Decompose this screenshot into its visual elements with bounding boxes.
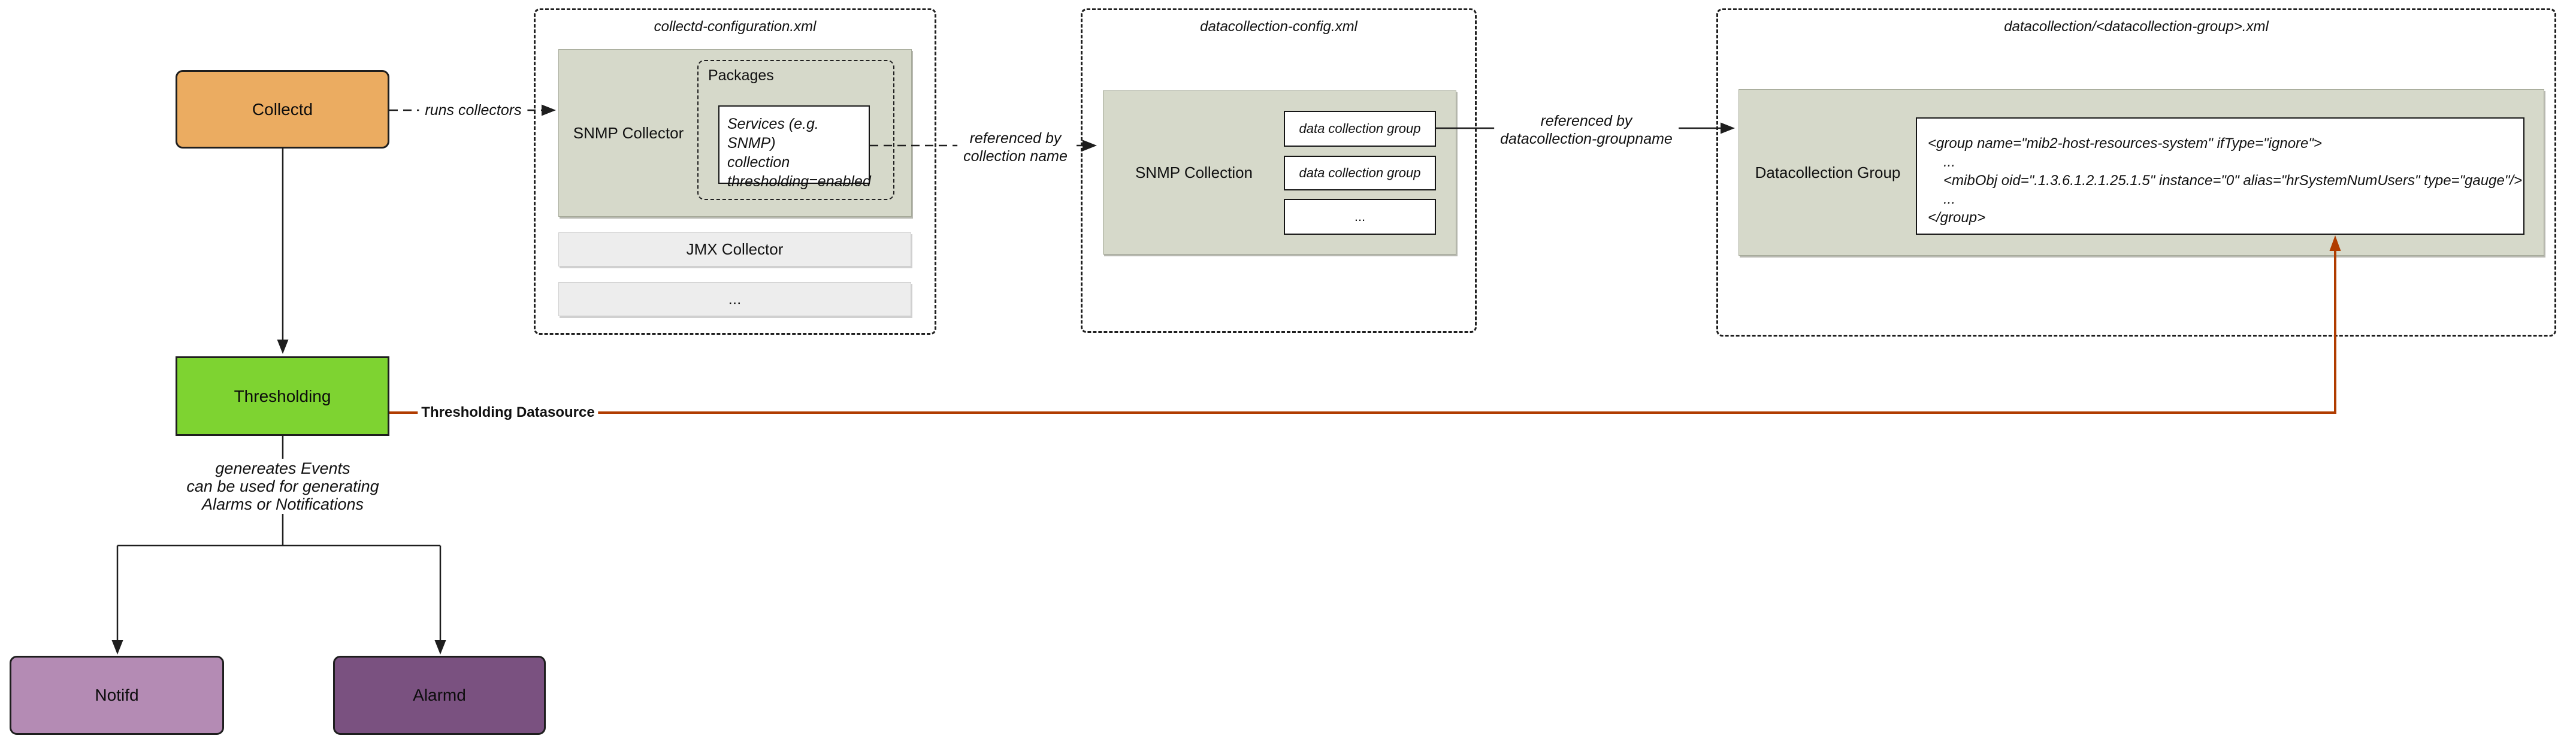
jmx-collector-label: JMX Collector	[686, 240, 784, 258]
edge-label-ref-collection-line-1: referenced by	[969, 130, 1062, 147]
datacollection-group-label: Datacollection Group	[1755, 163, 1901, 181]
node-collectd: Collectd	[176, 70, 389, 149]
edge-label-thresholding-datasource: Thresholding Datasource	[418, 403, 598, 422]
jmx-collector-box: JMX Collector	[558, 232, 911, 266]
edge-label-ref-groupname-line-1: referenced by	[1540, 113, 1632, 129]
edge-label-referenced-by-collection-name: referenced by collection name	[957, 129, 1074, 166]
edge-label-runs-collectors: runs collectors	[419, 101, 528, 120]
node-notifd-label: Notifd	[95, 686, 139, 704]
events-note-line-2: can be used for generating	[186, 477, 379, 495]
xml-line-group-close: </group>	[1928, 210, 1986, 226]
services-line-2: collection	[727, 154, 790, 171]
packages-label: Packages	[708, 67, 774, 84]
data-collection-group-box-more: ...	[1284, 199, 1436, 235]
xml-snippet-box: <group name="mib2-host-resources-system"…	[1916, 117, 2524, 235]
edge-label-referenced-by-datacollection-groupname: referenced by datacollection-groupname	[1494, 111, 1679, 149]
events-note-line-3: Alarms or Notifications	[201, 495, 364, 513]
container-collectd-configuration-xml: collectd-configuration.xml SNMP Collecto…	[534, 8, 936, 335]
services-box: Services (e.g. SNMP) collection threshol…	[718, 105, 871, 190]
edge-events-alarmd-arrowhead	[434, 640, 446, 655]
panel-snmp-collection: SNMP Collection data collection group da…	[1103, 90, 1456, 255]
services-line-3: thresholding=enabled	[727, 173, 871, 190]
edge-events-notifd-arrowhead	[111, 640, 123, 655]
node-alarmd: Alarmd	[333, 656, 546, 735]
edge-collectd-thresholding-arrowhead	[277, 340, 289, 354]
snmp-collection-label: SNMP Collection	[1135, 163, 1253, 181]
edge-label-ref-collection-line-2: collection name	[963, 148, 1068, 165]
events-note-line-1: genereates Events	[215, 459, 350, 477]
node-thresholding: Thresholding	[176, 356, 389, 436]
container-datacollection-group-xml: datacollection/<datacollection-group>.xm…	[1716, 8, 2556, 337]
services-line-1: Services (e.g. SNMP)	[727, 116, 819, 152]
data-collection-group-label-1: data collection group	[1299, 121, 1421, 136]
snmp-collector-label: SNMP Collector	[573, 123, 684, 142]
panel-datacollection-group: Datacollection Group <group name="mib2-h…	[1739, 89, 2544, 256]
packages-group: Packages Services (e.g. SNMP) collection…	[697, 60, 894, 200]
more-collectors-box: ...	[558, 282, 911, 316]
container-datacollection-config-xml: datacollection-config.xml SNMP Collectio…	[1081, 8, 1477, 333]
container-datacollection-group-title: datacollection/<datacollection-group>.xm…	[2004, 19, 2269, 35]
node-notifd: Notifd	[10, 656, 224, 735]
container-collectd-configuration-title: collectd-configuration.xml	[654, 19, 817, 35]
edge-label-ref-groupname-line-2: datacollection-groupname	[1500, 131, 1673, 147]
xml-line-ellipsis-2: ...	[1943, 191, 1956, 207]
edge-label-events-note: genereates Events can be used for genera…	[180, 459, 385, 514]
more-collectors-label: ...	[728, 290, 742, 308]
panel-snmp-collector: SNMP Collector Packages Services (e.g. S…	[558, 49, 912, 217]
data-collection-group-box-2: data collection group	[1284, 156, 1436, 190]
xml-line-mibobj: <mibObj oid=".1.3.6.1.2.1.25.1.5" instan…	[1943, 172, 2523, 189]
node-collectd-label: Collectd	[252, 99, 313, 119]
data-collection-group-label-more: ...	[1354, 209, 1366, 224]
xml-line-ellipsis-1: ...	[1943, 154, 1956, 170]
data-collection-group-box-1: data collection group	[1284, 111, 1436, 147]
container-datacollection-config-title: datacollection-config.xml	[1200, 19, 1357, 35]
data-collection-group-label-2: data collection group	[1299, 165, 1421, 180]
xml-line-group-open: <group name="mib2-host-resources-system"…	[1928, 135, 2322, 152]
node-thresholding-label: Thresholding	[234, 386, 331, 405]
node-alarmd-label: Alarmd	[413, 686, 466, 704]
